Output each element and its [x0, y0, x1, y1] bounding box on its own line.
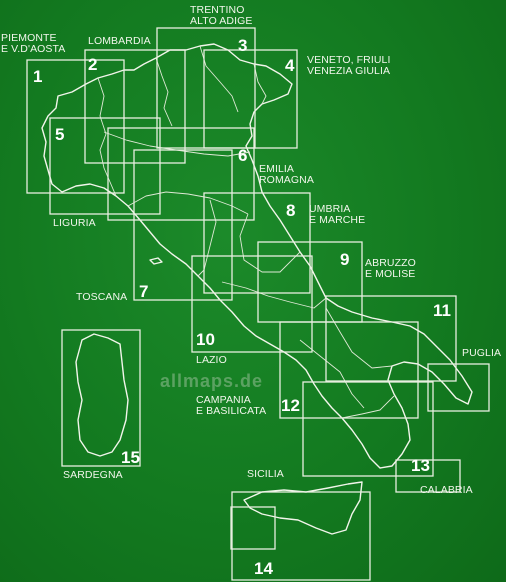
border-campania-puglia	[325, 307, 393, 369]
sheet-frame-7	[133, 149, 233, 301]
region-label-sardegna: SARDEGNA	[63, 469, 123, 481]
region-label-calabria: CALABRIA	[420, 484, 473, 496]
region-label-abruzzo: ABRUZZO E MOLISE	[365, 257, 416, 280]
border-veneto-friuli	[253, 63, 267, 105]
sheet-frame-4	[203, 49, 298, 149]
region-label-veneto: VENETO, FRIULI VENEZIA GIULIA	[307, 54, 391, 77]
sheet-number-15: 15	[121, 448, 140, 467]
elba-island	[149, 257, 163, 265]
sheet-frame-8	[203, 192, 311, 294]
sheet-number-5: 5	[55, 125, 65, 144]
region-label-emilia: EMILIA ROMAGNA	[259, 163, 314, 186]
region-label-lazio: LAZIO	[196, 354, 227, 366]
sheet-frame-12	[279, 321, 419, 419]
region-label-campania: CAMPANIA E BASILICATA	[196, 394, 267, 417]
region-label-piemonte: PIEMONTE E V.D'AOSTA	[1, 32, 66, 55]
border-piemonte-lombardia	[97, 77, 117, 197]
sheet-frame-10	[191, 255, 313, 353]
sheet-number-8: 8	[286, 201, 296, 220]
sicilia-coastline	[243, 481, 363, 535]
watermark: allmaps.de	[160, 371, 264, 391]
sheet-frame-puglia	[427, 363, 490, 412]
sheet-frame-15	[61, 329, 141, 467]
border-umbria-marche	[239, 213, 301, 273]
border-lazio-abruzzo	[221, 281, 327, 309]
border-po-valley	[103, 131, 251, 157]
region-label-liguria: LIGURIA	[53, 217, 96, 229]
sheet-number-4: 4	[285, 56, 295, 75]
border-campania-basilicata	[299, 339, 365, 409]
region-label-puglia: PUGLIA	[462, 347, 502, 359]
sheet-number-14: 14	[254, 559, 273, 578]
sheet-number-2: 2	[88, 55, 98, 74]
sheet-frame-2	[84, 49, 186, 164]
region-label-lombardia: LOMBARDIA	[88, 35, 151, 47]
sheet-number-6: 6	[238, 146, 248, 165]
sheet-number-12: 12	[281, 396, 300, 415]
sheet-number-9: 9	[340, 250, 350, 269]
sheet-frame-1	[26, 59, 125, 194]
mainland-coastline	[41, 43, 473, 469]
sheet-frame-14	[231, 491, 371, 581]
sheet-frame-5	[49, 117, 161, 215]
border-emilia-toscana	[127, 191, 249, 215]
border-basilicata-calabria	[341, 395, 395, 419]
sheet-number-13: 13	[411, 456, 430, 475]
border-toscana-umbria	[197, 199, 217, 277]
sheet-number-11: 11	[433, 301, 451, 320]
sheet-frame-calabria	[395, 459, 461, 493]
region-label-trentino: TRENTINO ALTO ADIGE	[190, 4, 253, 27]
sheet-number-1: 1	[33, 67, 43, 86]
sheet-number-10: 10	[196, 330, 215, 349]
region-label-toscana: TOSCANA	[76, 291, 128, 303]
region-label-sicilia: SICILIA	[247, 468, 284, 480]
region-label-umbria: UMBRIA E MARCHE	[309, 203, 366, 226]
border-lombardia-trentino	[155, 57, 173, 127]
sheet-frame-14b	[230, 506, 276, 550]
sardegna-coastline	[75, 333, 129, 457]
sheet-frame-11	[325, 295, 457, 382]
sheet-frame-6	[107, 127, 255, 221]
border-trentino-veneto	[199, 45, 239, 113]
sheet-number-3: 3	[238, 36, 248, 55]
sheet-number-7: 7	[139, 282, 149, 301]
sheet-frame-13	[302, 381, 434, 477]
